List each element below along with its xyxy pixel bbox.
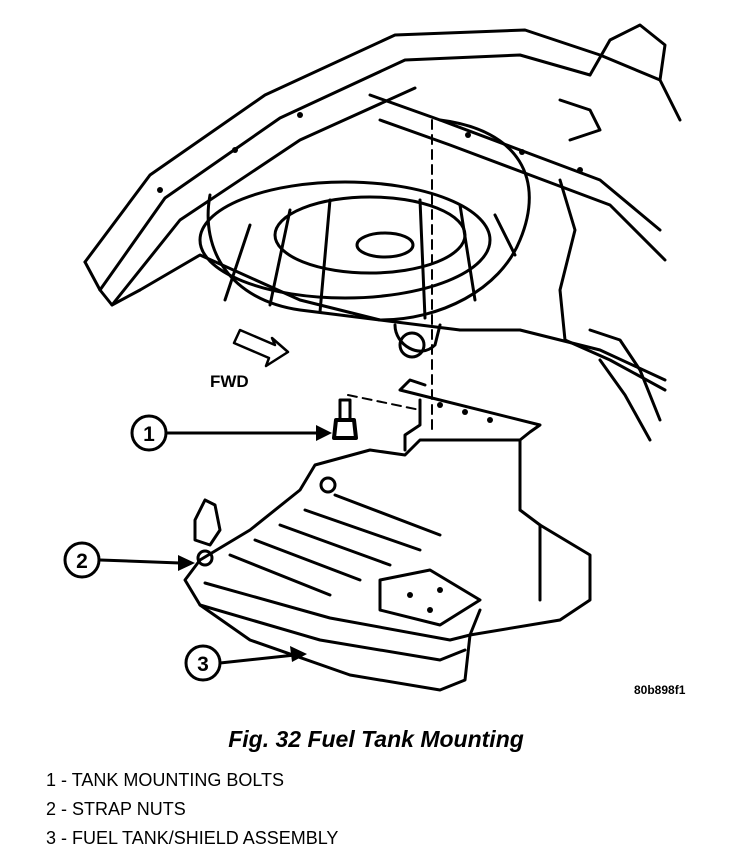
arrowhead-1 [316,425,332,441]
legend-item: 2 - STRAP NUTS [46,795,338,824]
svg-text:1: 1 [143,423,155,446]
legend-item: 1 - TANK MOUNTING BOLTS [46,766,338,795]
callout-3: 3 [184,644,222,682]
leader-arrowheads [178,425,332,662]
legend-number: 1 [46,770,57,790]
legend-text: FUEL TANK/SHIELD ASSEMBLY [72,828,339,848]
figure-reference-id: 80b898f1 [634,683,686,697]
legend-number: 2 [46,799,57,819]
legend-separator: - [56,828,73,848]
legend-number: 3 [46,828,57,848]
figure-caption: Fig. 32 Fuel Tank Mounting [228,726,524,752]
svg-text:3: 3 [197,653,209,676]
fwd-label: FWD [210,372,249,391]
leader-2 [98,558,182,565]
spare-tire-well [198,118,531,359]
arrowhead-3 [290,646,307,662]
legend-item: 3 - FUEL TANK/SHIELD ASSEMBLY [46,824,338,853]
tank-mounting-bolt [332,398,358,440]
callout-2: 2 [63,541,101,579]
forward-arrow-icon [232,328,290,368]
legend-text: STRAP NUTS [72,799,186,819]
callout-leaders [98,431,322,665]
svg-text:2: 2 [76,550,88,573]
legend-text: TANK MOUNTING BOLTS [71,770,285,790]
callout-1: 1 [130,414,168,452]
alignment-lines [347,119,433,431]
legend-separator: - [56,799,73,819]
fuel-tank-shield-assembly [183,438,592,692]
legend-separator: - [56,770,72,790]
leader-3 [218,653,297,665]
arrowhead-2 [178,555,195,571]
fastener-holes [157,112,583,613]
legend-list: 1 - TANK MOUNTING BOLTS 2 - STRAP NUTS 3… [46,766,338,853]
